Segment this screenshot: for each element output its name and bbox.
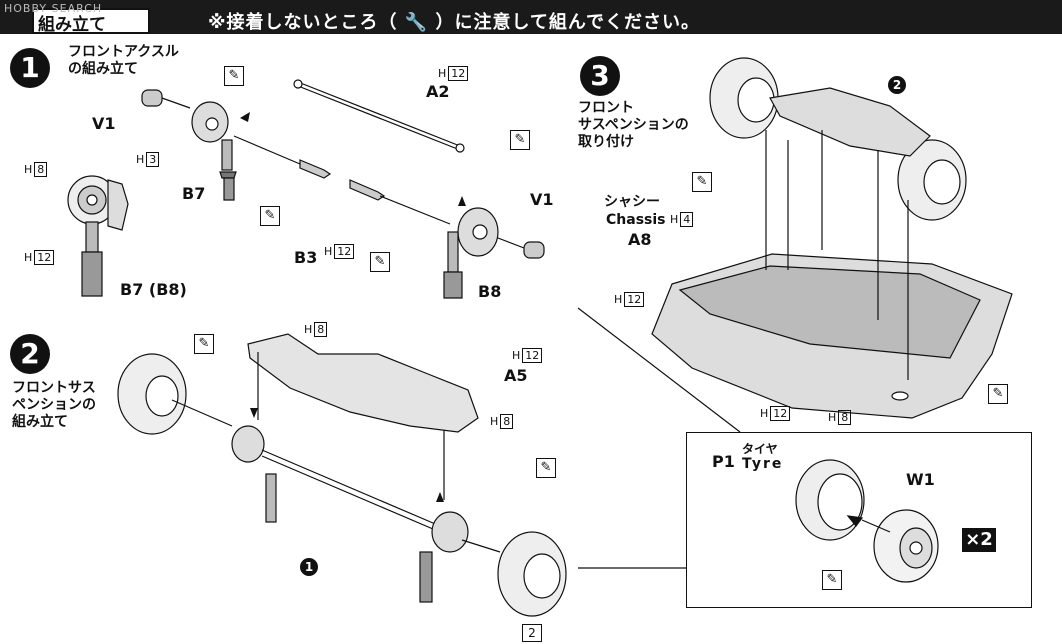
header-bar — [0, 0, 1062, 34]
h-letter: H — [24, 163, 33, 176]
h-letter: H — [490, 415, 499, 428]
bullet-2: 2 — [888, 76, 906, 94]
step-2-number: 2 — [10, 334, 50, 374]
h-value: 12 — [770, 406, 791, 421]
step-3-number: 3 — [580, 56, 620, 96]
no-glue-icon: ✎ — [822, 570, 842, 590]
header-note: ※接着しないところ（ 🔧 ）に注意して組んでください。 — [208, 12, 701, 33]
bullet-1: 1 — [300, 558, 318, 576]
label-b8: B8 — [478, 282, 502, 301]
watermark: HOBBY SEARCH — [4, 2, 103, 15]
label-w1: W1 — [906, 470, 935, 489]
step-3-title-line1: フロント — [578, 100, 634, 116]
h-value: 12 — [624, 292, 645, 307]
h-letter: H — [24, 251, 33, 264]
h-letter: H — [136, 153, 145, 166]
v1-cap-left — [141, 89, 163, 107]
no-glue-icon: ✎ — [194, 334, 214, 354]
step-1-title: フロントアクスル の組み立て — [68, 44, 179, 78]
no-glue-icon: ✎ — [692, 172, 712, 192]
step-3-title-line3: 取り付け — [578, 134, 634, 150]
h-letter: H — [324, 245, 333, 258]
page-number: 2 — [522, 624, 542, 642]
label-b7: B7 — [182, 184, 206, 203]
header-title: 組み立て — [38, 15, 106, 35]
h-letter: H — [670, 213, 679, 226]
label-chassis-en: Chassis — [606, 212, 666, 228]
h-value: 12 — [448, 66, 469, 81]
label-a2: A2 — [426, 82, 450, 101]
step-2-title-line2: ペンションの — [12, 397, 96, 413]
h-value: 4 — [680, 212, 694, 227]
label-b7b8: B7 (B8) — [120, 280, 187, 299]
tyre-inset-box — [686, 432, 1032, 608]
no-glue-icon: ✎ — [988, 384, 1008, 404]
h-value: 8 — [838, 410, 852, 425]
h-letter: H — [614, 293, 623, 306]
step-1-title-line2: の組み立て — [68, 61, 138, 77]
v1-cap-right — [523, 241, 545, 259]
header-title-box — [32, 8, 150, 34]
h-letter: H — [760, 407, 769, 420]
h-value: 12 — [334, 244, 355, 259]
no-glue-icon: ✎ — [536, 458, 556, 478]
label-b3: B3 — [294, 248, 318, 267]
h-letter: H — [828, 411, 837, 424]
label-tyre-jp: タイヤ — [742, 442, 778, 456]
b3-pin-1 — [299, 159, 332, 179]
no-glue-icon: ✎ — [370, 252, 390, 272]
step-2-title-line1: フロントサス — [12, 380, 96, 396]
label-a5: A5 — [504, 366, 528, 385]
step-2-title-line3: 組み立て — [12, 414, 68, 430]
h-value: 8 — [314, 322, 328, 337]
no-glue-icon: ✎ — [224, 66, 244, 86]
label-p1: P1 — [712, 452, 735, 471]
front-suspension — [769, 87, 931, 157]
tie-rod — [261, 449, 441, 527]
no-glue-icon: ✎ — [260, 206, 280, 226]
label-chassis-jp: シャシー — [604, 194, 660, 210]
hub-left-step2 — [231, 425, 265, 463]
h-letter: H — [512, 349, 521, 362]
h-letter: H — [438, 67, 447, 80]
step-3-title: フロント サスペンションの 取り付け — [578, 100, 689, 151]
label-tyre-en: Tyre — [742, 456, 784, 472]
h-value: 12 — [522, 348, 543, 363]
hub-right-step2 — [431, 511, 469, 553]
step-2-title: フロントサス ペンションの 組み立て — [12, 380, 96, 431]
h-value: 12 — [34, 250, 55, 265]
a5-bracket — [247, 333, 479, 433]
axle-rod — [297, 81, 461, 147]
h-value: 8 — [500, 414, 514, 429]
step-1-number: 1 — [10, 48, 50, 88]
h-value: 8 — [34, 162, 48, 177]
label-a8: A8 — [628, 230, 652, 249]
step-1-title-line1: フロントアクスル — [68, 44, 179, 60]
h-value: 3 — [146, 152, 160, 167]
label-v1-right: V1 — [530, 190, 554, 209]
no-glue-icon: ✎ — [510, 130, 530, 150]
quantity-x2-badge: ×2 — [962, 528, 996, 552]
step-3-title-line2: サスペンションの — [578, 117, 689, 133]
h-letter: H — [304, 323, 313, 336]
b3-pin-2 — [349, 179, 386, 201]
label-v1-left: V1 — [92, 114, 116, 133]
